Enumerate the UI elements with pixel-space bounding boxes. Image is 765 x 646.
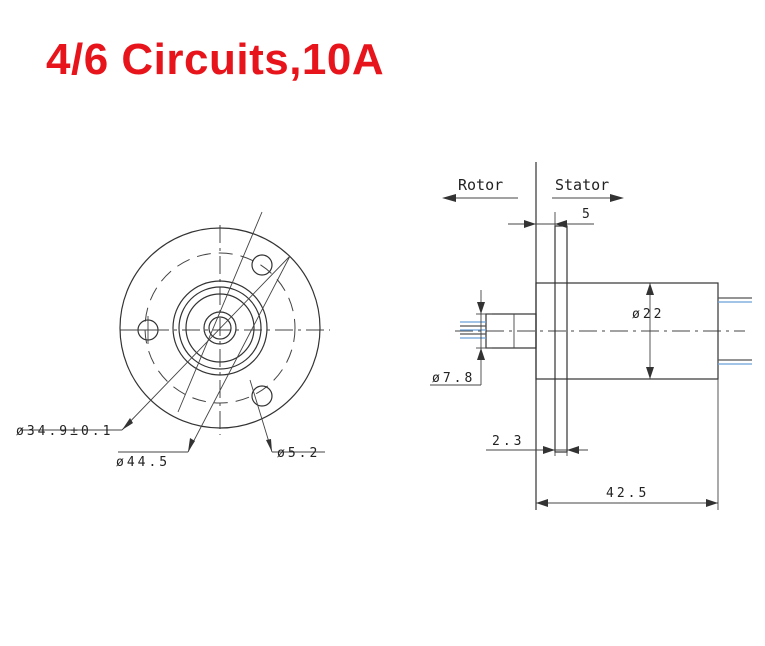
rotor-label: Rotor xyxy=(458,176,503,194)
stator-wires xyxy=(718,297,752,365)
hub-ring-outer xyxy=(172,280,268,376)
dim-bolt-circle: ø34.9±0.1 xyxy=(16,424,113,439)
dim-flange-diameter: ø44.5 xyxy=(116,455,170,470)
dim-flange-thickness: 2.3 xyxy=(492,434,524,449)
flange-outline xyxy=(119,227,321,429)
stator-arrow xyxy=(610,194,624,202)
bolt-circle xyxy=(144,252,296,404)
dim-flange-offset: 5 xyxy=(582,207,593,222)
mount-hole-bottom xyxy=(251,385,273,407)
dim-overall-length: 42.5 xyxy=(606,486,649,501)
dim-body-diameter: ø22 xyxy=(632,307,664,322)
mount-hole-top xyxy=(251,254,273,276)
rotor-arrow xyxy=(442,194,456,202)
page-title: 4/6 Circuits,10A xyxy=(46,35,385,84)
flange-plate xyxy=(554,225,568,453)
hub-ring-2 xyxy=(178,286,262,370)
rotor-wires xyxy=(460,321,486,339)
side-view: Rotor Stator xyxy=(430,162,752,510)
shaft-outline xyxy=(485,313,537,349)
hub-ring-3 xyxy=(185,293,255,363)
dim-shaft-diameter: ø7.8 xyxy=(432,371,475,386)
leader-line-a xyxy=(177,211,263,413)
front-view: ø34.9±0.1 ø44.5 ø5.2 xyxy=(16,211,330,470)
shaft-inner xyxy=(208,316,232,340)
dim-hole-diameter: ø5.2 xyxy=(277,446,320,461)
leader-bolt-circle xyxy=(121,255,291,431)
leader-flange xyxy=(187,255,291,453)
stator-label: Stator xyxy=(555,176,609,194)
